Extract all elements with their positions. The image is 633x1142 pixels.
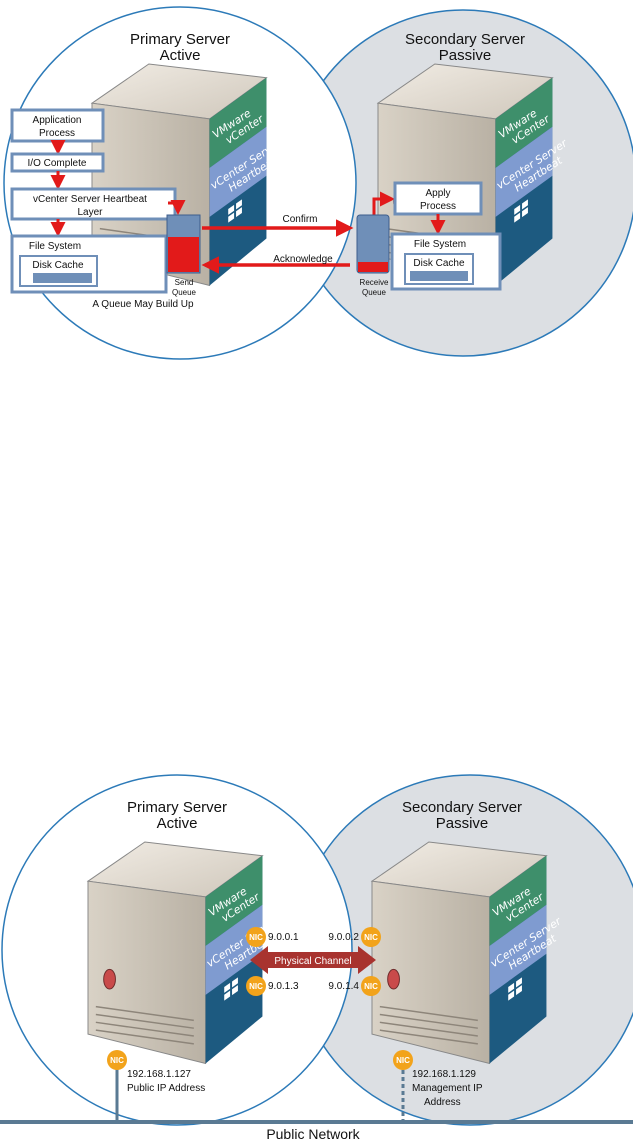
confirm-label: Confirm: [282, 214, 317, 225]
nic-label: NIC: [396, 1056, 410, 1065]
secondary-server-title: Secondary Server: [405, 31, 525, 48]
heartbeat-layer-label-2: Layer: [77, 207, 103, 218]
secondary-server-tower: VMware vCenter vCenter Server Heartbeat: [371, 841, 564, 1065]
from-receive-queue-arrow: [372, 191, 395, 217]
physical-channel-label: Physical Channel: [274, 956, 351, 967]
application-process-label-1: Application: [33, 115, 82, 126]
nic-icon: NIC: [107, 1050, 127, 1070]
application-process-label-2: Process: [39, 128, 75, 139]
receive-queue-fill: [358, 262, 388, 272]
nic-icon: NIC: [361, 976, 381, 996]
nic-label: NIC: [110, 1056, 124, 1065]
primary-server-state: Active: [157, 815, 198, 832]
network-diagram: Primary Server Active Secondary Server P…: [0, 774, 633, 1142]
nic-label: NIC: [249, 933, 263, 942]
heartbeat-layer-box: [10, 187, 177, 221]
management-ip-label-1: Management IP: [412, 1083, 483, 1094]
replication-diagram: Primary Server Active Secondary Server P…: [3, 6, 633, 360]
physical-channel-arrow: [250, 946, 376, 974]
to-send-queue-arrow: [168, 200, 186, 215]
queue-build-up-note: A Queue May Build Up: [92, 299, 194, 310]
public-ip-label: Public IP Address: [127, 1083, 205, 1094]
management-ip-label-2: Address: [424, 1097, 461, 1108]
nic-icon: NIC: [393, 1050, 413, 1070]
secondary-server-state: Passive: [439, 47, 492, 64]
nic-label: NIC: [364, 982, 378, 991]
nic-ip-9-0-0-2: 9.0.0.2: [328, 932, 359, 943]
nic-icon: NIC: [246, 927, 266, 947]
secondary-disk-cache-label: Disk Cache: [413, 258, 465, 269]
receive-queue: [356, 214, 390, 274]
primary-server-title: Primary Server: [127, 799, 227, 816]
apply-process-label-1: Apply: [425, 188, 450, 199]
send-queue-label-2: Queue: [172, 288, 197, 297]
secondary-disk-cache-fill: [410, 271, 468, 281]
send-queue-label-1: Send: [175, 278, 194, 287]
apply-process-box: [393, 181, 483, 216]
file-system-label: File System: [29, 241, 81, 252]
receive-queue-label-1: Receive: [360, 278, 389, 287]
disk-cache-label: Disk Cache: [32, 260, 84, 271]
application-process-box: [10, 108, 105, 143]
send-queue-fill: [168, 237, 199, 272]
secondary-server-state: Passive: [436, 815, 489, 832]
disk-cache-fill: [33, 273, 92, 283]
nic-ip-9-0-1-4: 9.0.1.4: [328, 981, 359, 992]
primary-server-title: Primary Server: [130, 31, 230, 48]
nic-icon: NIC: [361, 927, 381, 947]
primary-server-state: Active: [160, 47, 201, 64]
nic-label: NIC: [364, 933, 378, 942]
acknowledge-label: Acknowledge: [273, 254, 333, 265]
receive-queue-label-2: Queue: [362, 288, 387, 297]
secondary-file-system-label: File System: [414, 239, 466, 250]
heartbeat-layer-label-1: vCenter Server Heartbeat: [33, 194, 147, 205]
io-complete-label: I/O Complete: [28, 158, 87, 169]
secondary-server-title: Secondary Server: [402, 799, 522, 816]
apply-process-label-2: Process: [420, 201, 456, 212]
management-ip-address: 192.168.1.129: [412, 1069, 476, 1080]
nic-label: NIC: [249, 982, 263, 991]
public-ip-address: 192.168.1.127: [127, 1069, 191, 1080]
nic-ip-9-0-0-1: 9.0.0.1: [268, 932, 299, 943]
nic-ip-9-0-1-3: 9.0.1.3: [268, 981, 299, 992]
public-network-label: Public Network: [266, 1126, 360, 1142]
nic-icon: NIC: [246, 976, 266, 996]
